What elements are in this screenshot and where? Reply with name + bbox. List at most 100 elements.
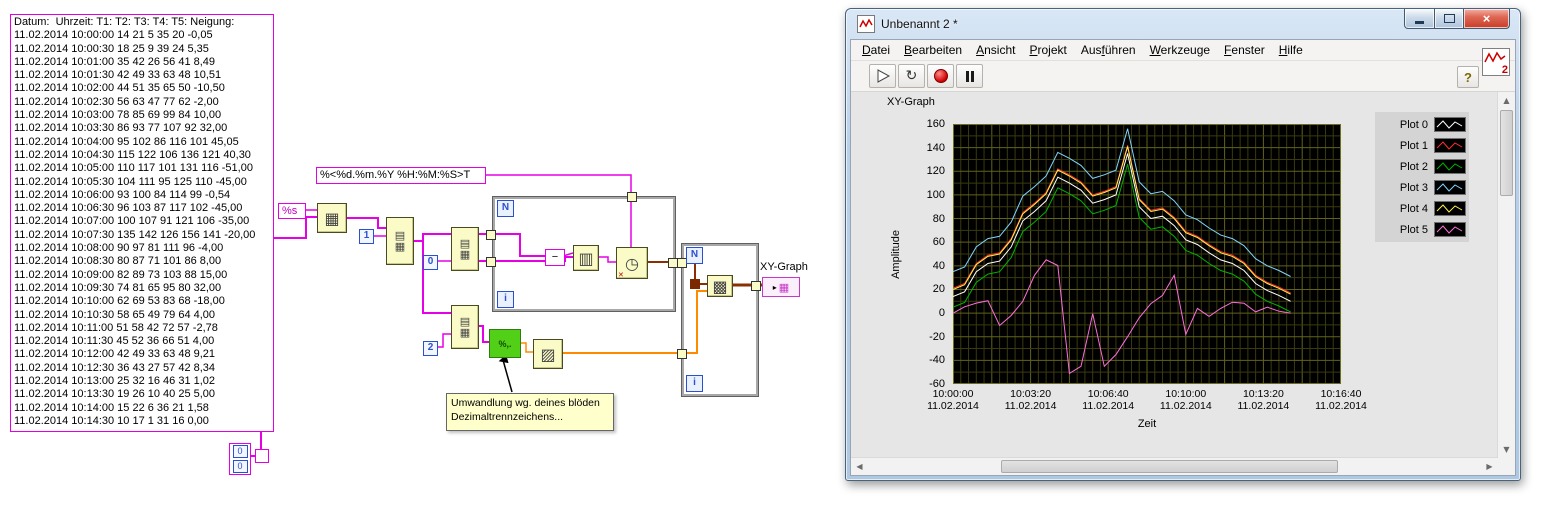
datetime-string-constant[interactable]: Datum: Uhrzeit: T1: T2: T3: T4: T5: Neig… xyxy=(10,14,274,432)
context-help-button[interactable]: ? xyxy=(1457,66,1479,88)
window-title: Unbenannt 2 * xyxy=(881,17,958,31)
horizontal-scrollbar[interactable]: ◀ ▶ xyxy=(851,457,1498,475)
y-tick-label: 0 xyxy=(939,307,945,319)
x-tick-label: 10:10:0011.02.2014 xyxy=(1146,388,1226,412)
legend-row-plot-5[interactable]: Plot 5 xyxy=(1378,219,1466,240)
tunnel[interactable] xyxy=(677,349,687,359)
legend-row-plot-1[interactable]: Plot 1 xyxy=(1378,135,1466,156)
front-panel-window[interactable]: Unbenannt 2 * × DateiBearbeitenAnsichtPr… xyxy=(845,8,1521,481)
legend-sample[interactable] xyxy=(1434,117,1466,132)
cluster-value-1[interactable]: 0 xyxy=(233,460,248,473)
y-tick-label: 140 xyxy=(927,142,945,154)
plot-area[interactable] xyxy=(953,124,1341,384)
free-label-comment[interactable]: Umwandlung wg. deines blöden Dezimaltren… xyxy=(446,393,614,431)
tunnel[interactable] xyxy=(486,257,496,267)
legend-row-plot-2[interactable]: Plot 2 xyxy=(1378,156,1466,177)
horizontal-scroll-thumb[interactable] xyxy=(1001,460,1338,473)
run-button[interactable] xyxy=(869,64,896,88)
block-diagram: Datum: Uhrzeit: T1: T2: T3: T4: T5: Neig… xyxy=(0,0,846,511)
menu-item-werkzeuge[interactable]: Werkzeuge xyxy=(1143,41,1217,59)
index-array-node-3[interactable]: ▤▦ xyxy=(451,305,479,349)
x-axis-label: Zeit xyxy=(953,418,1341,430)
legend-row-plot-3[interactable]: Plot 3 xyxy=(1378,177,1466,198)
scroll-down-icon[interactable]: ▼ xyxy=(1498,441,1515,458)
legend-sample[interactable] xyxy=(1434,138,1466,153)
legend-sample[interactable] xyxy=(1434,180,1466,195)
tunnel[interactable] xyxy=(627,192,637,202)
window-content: DateiBearbeitenAnsichtProjektAusführenWe… xyxy=(850,39,1516,476)
scroll-up-icon[interactable]: ▲ xyxy=(1498,92,1515,109)
legend-label: Plot 1 xyxy=(1400,140,1428,152)
x-tick-time: 10:13:20 xyxy=(1223,388,1303,400)
string-subset-node[interactable]: ▥ xyxy=(573,245,599,271)
menu-item-fenster[interactable]: Fenster xyxy=(1217,41,1272,59)
y-axis-ticks: 160140120100806040200-20-40-60 xyxy=(903,124,949,384)
cluster-value-0[interactable]: 0 xyxy=(233,445,248,458)
menu-item-bearbeiten[interactable]: Bearbeiten xyxy=(897,41,969,59)
numeric-constant-2[interactable]: 2 xyxy=(423,341,438,356)
y-tick-label: 160 xyxy=(927,118,945,130)
x-tick-time: 10:03:20 xyxy=(991,388,1071,400)
menu-item-datei[interactable]: Datei xyxy=(855,41,897,59)
tunnel[interactable] xyxy=(751,281,761,291)
scan-timestamp-node[interactable]: ◷✕ xyxy=(616,247,648,279)
spreadsheet-string-to-array-node[interactable]: ▦ xyxy=(317,203,347,233)
scroll-right-icon[interactable]: ▶ xyxy=(1481,458,1498,475)
bundle-junction[interactable] xyxy=(255,449,269,463)
abort-button[interactable] xyxy=(927,64,954,88)
vi-icon-pane[interactable]: 2 xyxy=(1482,48,1510,76)
run-arrow-icon xyxy=(875,69,891,83)
string-constant-line: 11.02.2014 10:04:30 115 122 106 136 121 … xyxy=(14,149,270,162)
legend-row-plot-0[interactable]: Plot 0 xyxy=(1378,114,1466,135)
legend-row-plot-4[interactable]: Plot 4 xyxy=(1378,198,1466,219)
loop1-iteration-terminal[interactable]: i xyxy=(497,291,514,308)
string-constant-line: 11.02.2014 10:00:00 14 21 5 35 20 -0,05 xyxy=(14,29,270,42)
legend-sample[interactable] xyxy=(1434,201,1466,216)
minimize-button[interactable] xyxy=(1404,9,1435,29)
pause-button[interactable] xyxy=(956,64,983,88)
time-format-string-constant[interactable]: %<%d.%m.%Y %H:%M:%S>T xyxy=(316,167,486,184)
toolbar: ↻ xyxy=(851,61,1515,92)
x-tick-label: 10:13:2011.02.2014 xyxy=(1223,388,1303,412)
for-loop-2[interactable] xyxy=(681,243,759,397)
build-cluster-array-node[interactable]: ▩ xyxy=(707,275,733,297)
maximize-button[interactable] xyxy=(1435,9,1463,29)
index-array-node-2[interactable]: ▤▦ xyxy=(451,227,479,271)
abort-icon xyxy=(934,69,948,83)
menu-item-ausfhren[interactable]: Ausführen xyxy=(1074,41,1143,59)
menu-item-hilfe[interactable]: Hilfe xyxy=(1272,41,1310,59)
bundle-node[interactable] xyxy=(690,279,700,289)
decimal-separator-conversion-node[interactable]: %,. xyxy=(489,329,521,358)
loop2-iteration-terminal[interactable]: i xyxy=(686,375,703,392)
legend-label: Plot 0 xyxy=(1400,119,1428,131)
window-titlebar[interactable]: Unbenannt 2 * × xyxy=(846,9,1520,39)
vertical-scroll-thumb[interactable] xyxy=(1500,110,1513,196)
index-array-node-1[interactable]: ▤▦ xyxy=(386,217,414,265)
loop1-count-terminal[interactable]: N xyxy=(497,200,514,217)
xy-graph-indicator-terminal[interactable]: ▸ ▦ xyxy=(762,277,800,297)
scan-from-string-node[interactable]: ▨ xyxy=(533,339,563,369)
y-axis-label-wrap: Amplitude xyxy=(889,124,903,384)
menu-item-projekt[interactable]: Projekt xyxy=(1022,41,1073,59)
legend-sample[interactable] xyxy=(1434,222,1466,237)
run-continuously-button[interactable]: ↻ xyxy=(898,64,925,88)
loop2-count-terminal[interactable]: N xyxy=(686,247,703,264)
xy-graph[interactable]: Amplitude 160140120100806040200-20-40-60… xyxy=(887,110,1369,442)
string-constant-line: 11.02.2014 10:12:30 36 43 27 57 42 8,34 xyxy=(14,362,270,375)
vertical-scrollbar[interactable]: ▲ ▼ xyxy=(1497,92,1515,458)
y-axis-label: Amplitude xyxy=(890,230,902,279)
y-tick-label: 60 xyxy=(933,236,945,248)
xy-plot-canvas[interactable] xyxy=(953,124,1341,384)
percent-s-constant[interactable]: %s xyxy=(278,203,306,219)
legend-sample[interactable] xyxy=(1434,159,1466,174)
numeric-constant-0[interactable]: 0 xyxy=(423,255,438,270)
x-tick-date: 11.02.2014 xyxy=(1301,400,1381,412)
menu-item-ansicht[interactable]: Ansicht xyxy=(969,41,1022,59)
decrement-node[interactable]: − xyxy=(545,249,565,266)
minimize-icon xyxy=(1415,21,1424,24)
close-button[interactable]: × xyxy=(1463,9,1510,29)
cluster-constant[interactable]: 0 0 xyxy=(229,443,251,475)
numeric-constant-1[interactable]: 1 xyxy=(359,229,374,244)
scroll-left-icon[interactable]: ◀ xyxy=(851,458,868,475)
tunnel[interactable] xyxy=(486,230,496,240)
